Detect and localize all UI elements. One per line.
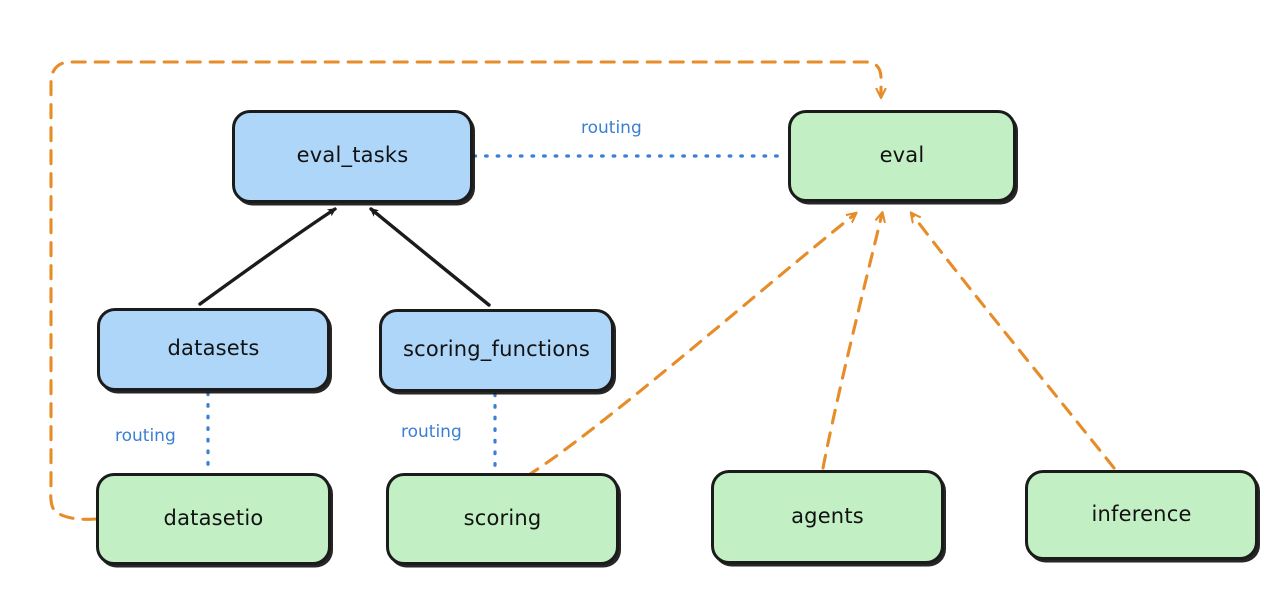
node-datasets[interactable]: datasets [97,308,330,391]
node-label-agents: agents [791,503,864,528]
node-scoring[interactable]: scoring [386,473,619,565]
node-datasetio[interactable]: datasetio [96,473,331,565]
node-label-eval-tasks: eval_tasks [296,143,409,167]
edge-label-eval-tasks-routing: routing [578,120,645,137]
edge-label-scoring-functions-routing: routing [398,424,465,441]
node-label-datasetio: datasetio [163,505,264,530]
node-label-datasets: datasets [167,336,260,360]
node-label-scoring-functions: scoring_functions [402,337,591,361]
edge-label-datasets-routing: routing [112,428,179,445]
node-eval-tasks[interactable]: eval_tasks [232,110,473,203]
node-inference[interactable]: inference [1025,470,1258,560]
node-eval[interactable]: eval [788,110,1016,202]
edge-datasets-eval_tasks [198,207,337,306]
node-agents[interactable]: agents [711,470,944,564]
edge-scoring_functions-eval_tasks [369,207,491,307]
edge-agents-eval [821,214,882,470]
node-label-scoring: scoring [463,505,542,530]
node-label-inference: inference [1091,501,1192,526]
node-scoring-functions[interactable]: scoring_functions [379,309,614,392]
edge-inference-eval [912,214,1116,470]
node-label-eval: eval [879,142,925,167]
